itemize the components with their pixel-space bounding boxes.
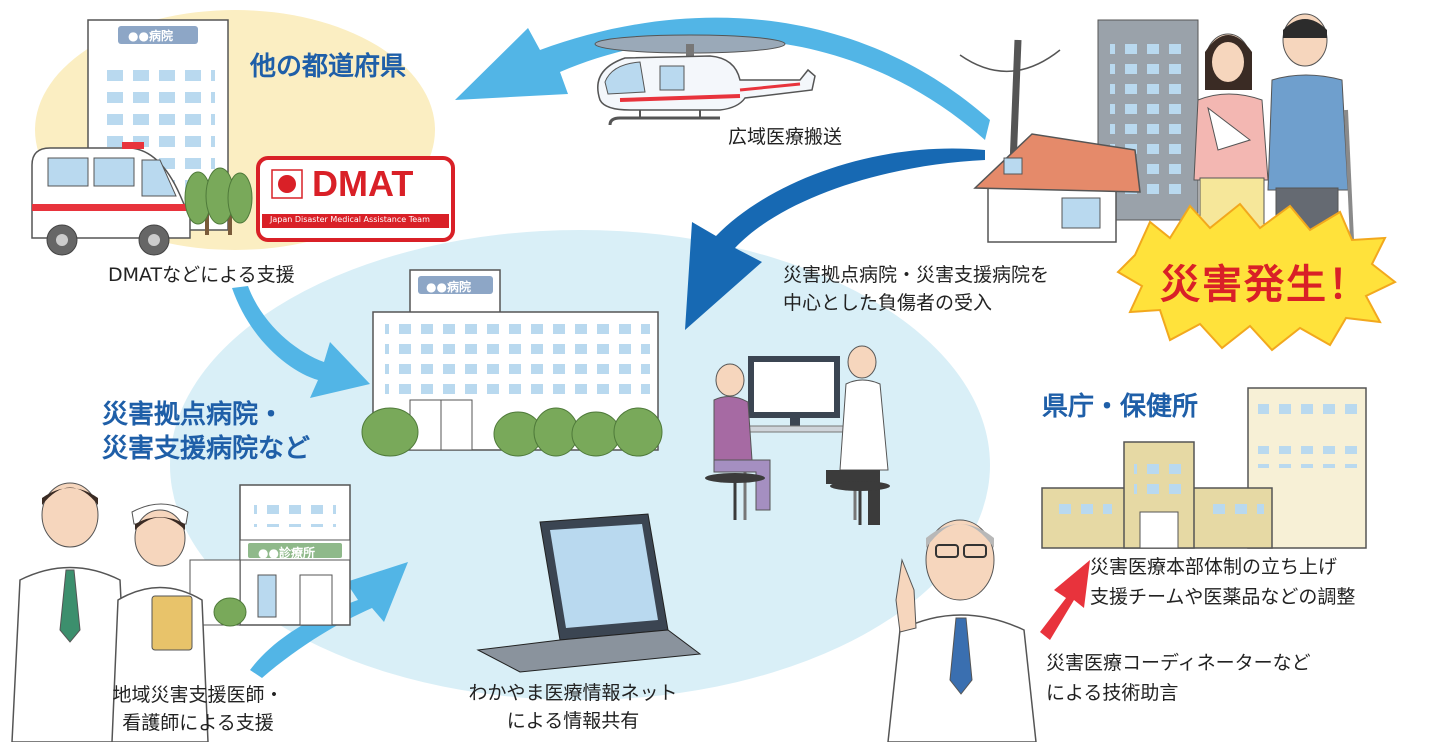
local-nurse [111, 503, 209, 742]
consultation-scene [705, 345, 890, 525]
helicopter [594, 34, 816, 126]
laptop [476, 513, 702, 673]
caption-hq-setup-line1: 災害医療本部体制の立ち上げ [1090, 556, 1338, 578]
caption-coordinator-line1: 災害医療コーディネーターなど [1046, 652, 1311, 674]
injured-man-with-crutch [1267, 13, 1354, 241]
dmat-logo-text: DMAT [312, 163, 414, 204]
caption-info-share-line2: による情報共有 [506, 710, 640, 732]
coordinator-doctor [887, 519, 1037, 742]
title-disaster-hospitals-line1: 災害拠点病院・ [102, 400, 285, 430]
disaster-occurred-text: 災害発生！ [1160, 262, 1370, 308]
caption-dmat-support: DMATなどによる支援 [108, 264, 295, 286]
local-doctor [11, 482, 129, 742]
caption-hq-setup-line2: 支援チームや医薬品などの調整 [1090, 586, 1356, 608]
dmat-logo [256, 156, 455, 242]
caption-info-share-line1: わかやま医療情報ネット [468, 682, 678, 704]
caption-coordinator-line2: による技術助言 [1046, 682, 1179, 704]
arrow-disaster-to-hospitals [685, 148, 985, 330]
clinic-building [189, 484, 351, 627]
arrow-prefecture-hq [1040, 560, 1090, 640]
main-hospital-building [372, 269, 659, 451]
prefecture-office-building [1041, 387, 1367, 549]
ambulance [31, 142, 191, 256]
injured-woman [1193, 33, 1269, 241]
arrow-helicopter-to-prefectures [455, 17, 990, 140]
caption-air-transport: 広域医療搬送 [728, 126, 843, 148]
caption-injured-intake-line1: 災害拠点病院・災害支援病院を [783, 264, 1050, 286]
caption-local-support-line2: 看護師による支援 [122, 712, 274, 734]
arrow-dmat-to-hospitals [232, 286, 370, 398]
hospital-bushes [361, 407, 663, 457]
main-hospital-sign: ●●病院 [426, 280, 471, 294]
trees-left [184, 167, 253, 235]
caption-injured-intake-line2: 中心とした負傷者の受入 [783, 292, 993, 314]
clinic-sign: ●●診療所 [258, 546, 315, 560]
title-disaster-hospitals-line2: 災害支援病院など [102, 434, 311, 464]
dmat-logo-subtitle: Japan Disaster Medical Assistance Team [270, 215, 430, 224]
prefecture-hospital-sign: ●●病院 [128, 29, 173, 43]
damaged-house [973, 133, 1141, 243]
title-other-prefectures: 他の都道府県 [250, 52, 407, 82]
title-prefecture-office: 県庁・保健所 [1042, 392, 1199, 422]
caption-local-support-line1: 地域災害支援医師・ [112, 684, 284, 706]
disaster-burst [1116, 202, 1397, 352]
